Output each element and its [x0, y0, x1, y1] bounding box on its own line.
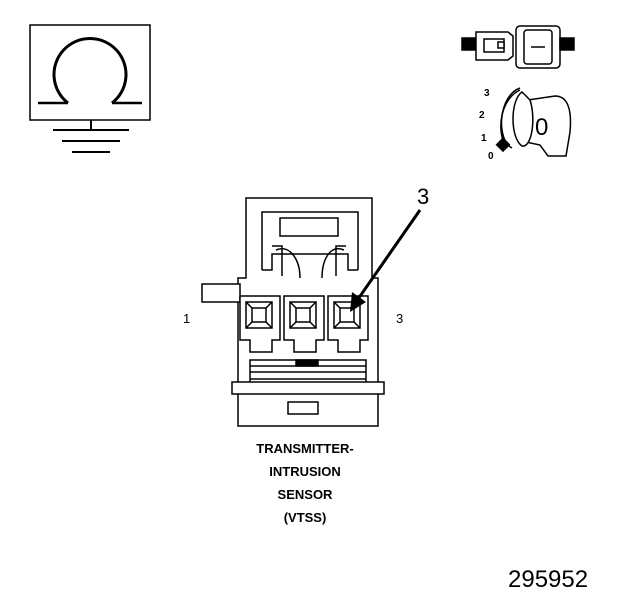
caption-line-3: SENSOR [277, 487, 333, 502]
key-face-label: 0 [535, 114, 549, 141]
caption-line-4: (VTSS) [283, 510, 327, 525]
terminal-1 [239, 295, 281, 353]
ignition-position-2: 2 [479, 110, 485, 121]
terminal-2 [283, 295, 325, 353]
callout-arrow [350, 209, 422, 312]
ignition-position-3: 3 [484, 88, 490, 99]
connector-body [201, 197, 379, 382]
terminal-3 [327, 295, 369, 353]
ignition-position-1: 1 [481, 133, 487, 144]
pin-label-left: 1 [183, 311, 191, 326]
ohmmeter-icon [29, 24, 151, 121]
ignition-key-icon [495, 87, 572, 157]
caption-line-2: INTRUSION [269, 464, 341, 479]
pin-label-right: 3 [396, 311, 404, 326]
ground-icon [53, 120, 129, 153]
callout-number: 3 [417, 184, 430, 209]
ignition-position-0: 0 [488, 151, 494, 162]
terminal-cavities [239, 295, 369, 353]
caption-line-1: TRANSMITTER- [256, 441, 354, 456]
connector-icon [461, 25, 575, 69]
connector-base [231, 359, 385, 427]
figure-number: 295952 [508, 566, 589, 593]
